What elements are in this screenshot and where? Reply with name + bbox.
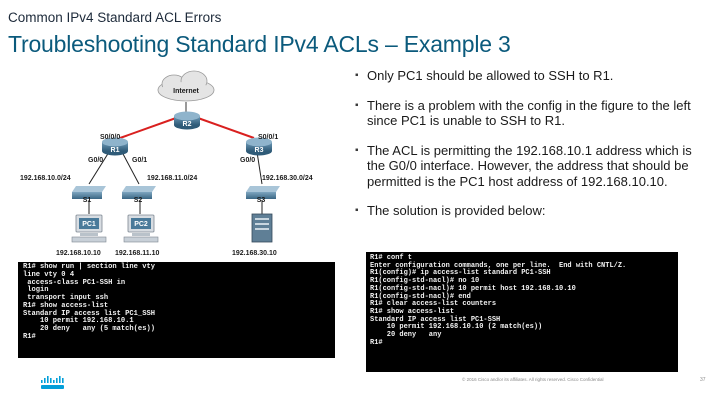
router-r3-label: R3 — [255, 147, 264, 154]
host-ip-label: 192.168.11.10 — [115, 250, 159, 257]
cisco-logo-icon — [41, 376, 64, 389]
terminal-line: R1# — [23, 332, 36, 341]
terminal-line: Enter configuration commands, one per li… — [370, 261, 627, 270]
router-r2-label: R2 — [183, 121, 192, 128]
network-label: 192.168.11.0/24 — [147, 175, 197, 182]
page-number: 37 — [700, 377, 706, 383]
bullet-item: The ACL is permitting the 192.168.10.1 a… — [355, 143, 695, 190]
router-icon — [174, 111, 200, 130]
terminal-line: R1# conf t — [370, 254, 413, 262]
terminal-line: login — [23, 286, 49, 295]
interface-label: G0/0 — [240, 157, 255, 164]
bullet-item: The solution is provided below: — [355, 203, 695, 219]
host-ip-label: 192.168.10.10 — [56, 250, 101, 257]
pc2-label: PC2 — [134, 221, 148, 228]
network-label: 192.168.10.0/24 — [20, 175, 71, 182]
interface-label: G0/1 — [132, 157, 147, 164]
page-title: Troubleshooting Standard IPv4 ACLs – Exa… — [8, 31, 511, 57]
terminal-line: Standard IP access list PC1_SSH — [23, 309, 155, 318]
terminal-line: R1# clear access-list counters — [370, 300, 497, 309]
host-ip-label: 192.168.30.10 — [232, 250, 277, 257]
interface-label: G0/0 — [88, 157, 103, 164]
switch-s1-label: S1 — [83, 197, 92, 204]
bullet-item: There is a problem with the config in th… — [355, 98, 695, 129]
pc-icon — [71, 214, 107, 243]
section-title: Common IPv4 Standard ACL Errors — [8, 10, 222, 25]
terminal-line: transport input ssh — [23, 294, 109, 302]
terminal-line: Standard IP access list PC1-SSH — [370, 315, 501, 324]
explanation-list: Only PC1 should be allowed to SSH to R1.… — [355, 68, 695, 233]
terminal-line: R1# show access-list — [370, 307, 455, 316]
copyright-footer: © 2016 Cisco and/or its affiliates. All … — [462, 377, 604, 382]
terminal-line: R1# show access-list — [23, 301, 109, 310]
router-icon — [246, 137, 272, 156]
bullet-item: Only PC1 should be allowed to SSH to R1. — [355, 68, 695, 84]
switch-icon — [72, 186, 106, 199]
pc-icon — [123, 214, 159, 243]
terminal-line: 20 deny any — [370, 331, 442, 340]
server-icon — [251, 213, 273, 243]
terminal-line: 10 permit 192.168.10.10 (2 match(es)) — [370, 323, 543, 332]
network-topology-diagram: Internet R2 R1 R3 S0/0/0 S0/0/1 G0/0 G0/… — [20, 70, 313, 257]
pc1-label: PC1 — [82, 221, 96, 228]
terminal-line: R1(config-std-nacl)# 10 permit host 192.… — [370, 284, 576, 293]
terminal-line: R1# — [370, 338, 383, 347]
switch-s2-label: S2 — [134, 197, 143, 204]
terminal-line: 20 deny any (5 match(es)) — [23, 325, 155, 333]
terminal-line: R1(config)# ip access-list standard PC1-… — [370, 269, 551, 278]
interface-label: S0/0/1 — [258, 134, 278, 141]
internet-label: Internet — [173, 88, 199, 95]
switch-icon — [246, 186, 280, 199]
interface-label: S0/0/0 — [100, 134, 120, 141]
router-r1-label: R1 — [111, 147, 120, 154]
terminal-line: 10 permit 192.168.10.1 — [23, 317, 134, 326]
terminal-line: R1(config-std-nacl)# end — [370, 292, 471, 301]
network-label: 192.168.30.0/24 — [262, 175, 313, 182]
terminal-line: line vty 0 4 — [23, 270, 75, 279]
terminal-line: access-class PC1-SSH in — [23, 278, 126, 287]
terminal-line: R1(config-std-nacl)# no 10 — [370, 277, 480, 286]
router-icon — [102, 137, 128, 156]
switch-icon — [122, 186, 156, 199]
terminal-line: R1# show run | section line vty — [23, 263, 155, 271]
internet-cloud-icon — [157, 70, 215, 102]
switch-s3-label: S3 — [257, 197, 266, 204]
